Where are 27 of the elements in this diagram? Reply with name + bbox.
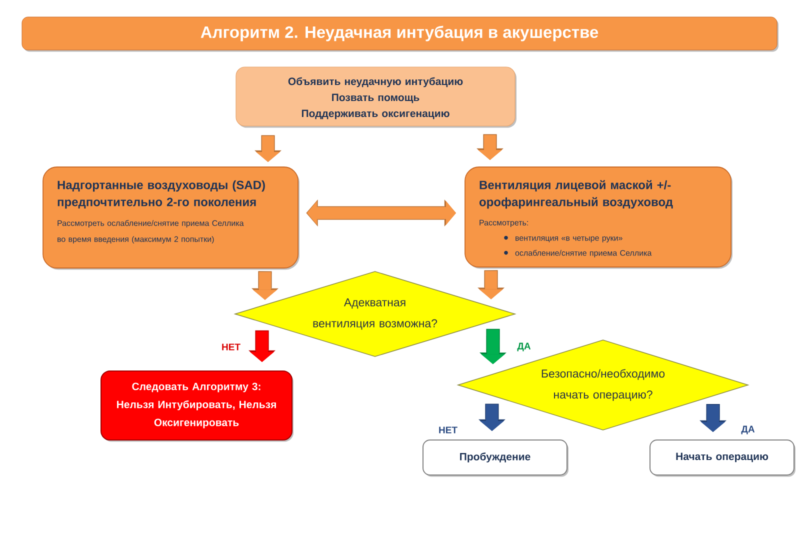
box-heading: Надгортанные воздуховоды (SAD) предпочтительно 2-го поколения: [58, 180, 265, 209]
box-text: Позвать помощь: [332, 94, 420, 104]
block-arrow: [479, 328, 506, 364]
process-box: [236, 66, 516, 128]
block-arrow: [248, 330, 276, 362]
box-text: Объявить неудачную интубацию: [288, 77, 463, 88]
list-item: ослабление/снятие приема Селлика: [515, 250, 652, 258]
box-text: Поддерживать оксигенацию: [302, 110, 450, 120]
edge-label: НЕТ: [437, 425, 459, 435]
title-banner: Алгоритм 2. Неудачная интубация в акушерстве: [22, 16, 778, 52]
process-box: [464, 166, 732, 269]
process-box: [42, 166, 300, 270]
block-arrow: [478, 270, 505, 300]
block-arrow: [251, 271, 278, 300]
block-arrow: [476, 134, 504, 160]
alert-box: Следовать Алгоритму 3: Нельзя Интубировать, Нельзя Оксигенировать: [100, 370, 294, 442]
edge-label: ДА: [516, 341, 532, 353]
block-arrow: [700, 404, 727, 432]
box-text: Рассмотреть:: [480, 220, 528, 228]
box-heading: Вентиляция лицевой маской +/- орофарингеальный воздуховод: [479, 180, 673, 209]
block-arrow: [254, 135, 282, 162]
end-box: Пробуждение: [422, 440, 568, 477]
box-text: Рассмотреть ослабление/снятие приема Селлика во время введения (максимум 2 попытки): [58, 220, 244, 244]
end-box: Начать операцию: [650, 440, 796, 477]
block-arrow: [478, 404, 506, 431]
block-arrow: [306, 200, 456, 226]
list-item: вентиляция «в четыре руки»: [516, 236, 622, 242]
